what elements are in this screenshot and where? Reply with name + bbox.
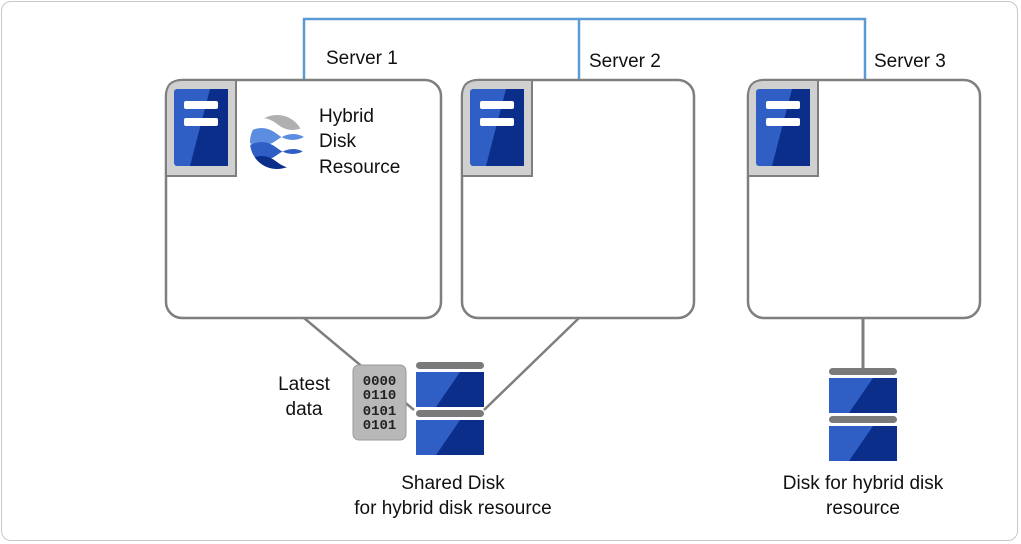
shared-disk-label-line-2: for hybrid disk resource [354,498,552,519]
server-2-label: Server 2 [589,51,661,72]
network-line [302,17,867,79]
shared-disk-label-line-1: Shared Disk [401,473,505,494]
latest-data-label-line-1: Latest [278,374,330,395]
server-1-icon [165,79,237,177]
resource-label-line-1: Hybrid [319,106,374,127]
binary-row-2: 0110 [363,388,397,404]
latest-data-binary-card: 0000 0110 0101 0101 [352,364,407,441]
hybrid-disk-icon[interactable] [829,368,897,461]
hybrid-disk-label-line-1: Disk for hybrid disk [782,473,944,494]
resource-label-line-2: Disk [319,131,356,152]
server-3-icon [747,79,819,177]
binary-row-4: 0101 [363,418,397,434]
link-server-2-shared-disk [483,317,580,411]
hybrid-disk-label-line-2: resource [826,498,900,519]
server-3-label: Server 3 [874,51,946,72]
binary-row-1: 0000 [363,374,397,390]
resource-label-line-3: Resource [319,157,401,178]
latest-data-label-line-2: data [285,399,323,420]
server-2-icon [461,79,533,177]
binary-row-3: 0101 [363,404,397,420]
shared-disk-icon[interactable] [416,362,484,455]
server-1-label: Server 1 [326,48,398,69]
